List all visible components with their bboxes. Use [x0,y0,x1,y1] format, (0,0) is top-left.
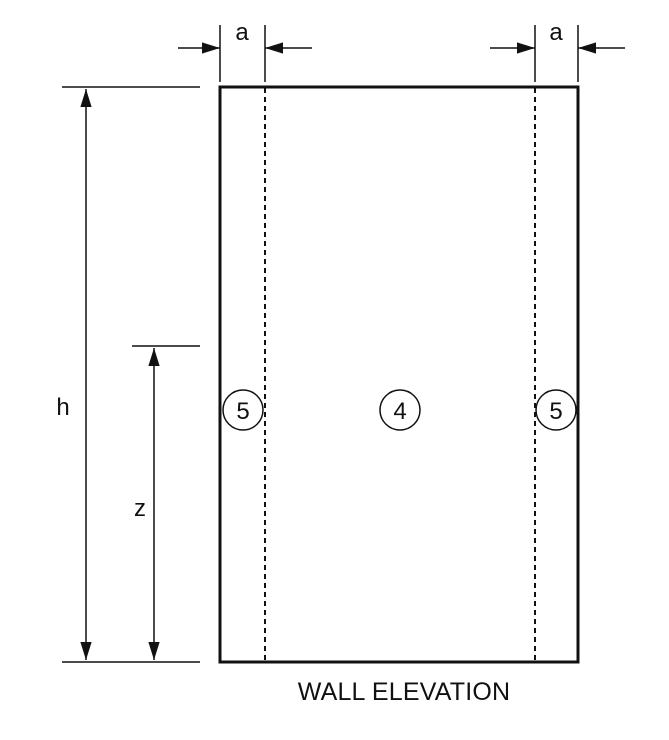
zone-marker-interior: 4 [379,389,421,431]
zone-marker-left-label: 5 [236,398,249,425]
dimension-h: h [56,86,200,663]
zone-marker-right: 5 [535,389,577,431]
zone-marker-left: 5 [222,389,264,431]
dimension-a-left-label: a [235,19,249,46]
dimension-a-right: a [490,19,625,82]
zone-marker-interior-label: 4 [393,398,406,425]
dimension-z-label: z [134,495,146,522]
diagram-caption: WALL ELEVATION [298,678,511,706]
dimension-h-label: h [56,394,69,421]
wall-outline [218,85,580,664]
dimension-a-right-label: a [549,19,563,46]
zone-marker-right-label: 5 [549,398,562,425]
dimension-z: z [132,345,200,660]
dimension-a-left: a [178,19,312,82]
